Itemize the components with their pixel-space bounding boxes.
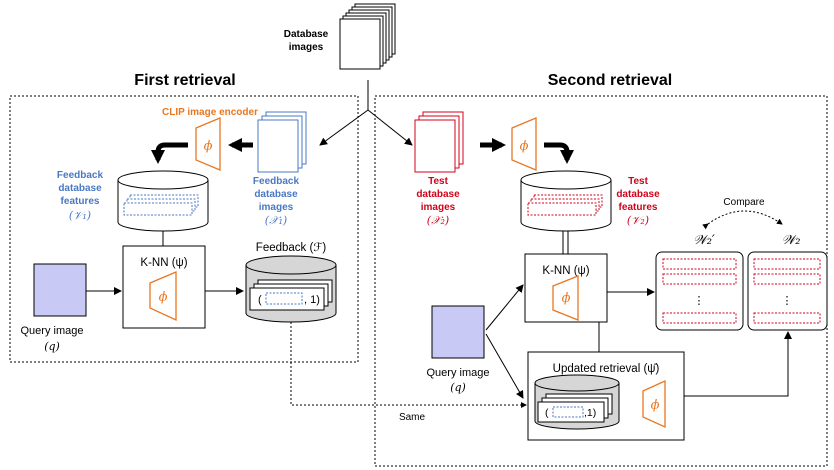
knn-encoder-first	[149, 271, 177, 322]
test-db-features-line1: Test	[628, 176, 648, 187]
feedback-db-features-line2: database	[58, 183, 102, 194]
query-label-first: Query image	[21, 325, 84, 337]
w2prime-list	[655, 251, 744, 331]
test-db-images-line1: Test	[428, 176, 448, 187]
feedback-label: Feedback (ℱ)	[256, 241, 327, 254]
knn-phi-second: ϕ	[562, 291, 571, 306]
test-db-images-symbol: (𝒳₂)	[427, 214, 449, 227]
updated-feedback-cylinder	[534, 374, 620, 430]
feedback-features-cylinder	[117, 170, 209, 232]
feedback-db-features-line3: features	[61, 196, 100, 207]
test-db-images-line2: database	[416, 189, 460, 200]
w2-label: 𝒲₂	[782, 233, 801, 248]
feedback-item-open: (	[258, 294, 262, 306]
w2-list	[747, 251, 828, 331]
query-to-updated-arrow	[485, 333, 524, 399]
query-image-first	[33, 263, 87, 317]
database-label-line1: Database	[284, 29, 329, 40]
updated-phi: ϕ	[651, 398, 660, 413]
feedback-db-features-symbol: (𝒱₁)	[69, 209, 91, 222]
feedback-db-images-symbol: (𝒳₁)	[265, 214, 287, 227]
same-connector	[290, 322, 527, 408]
test-encoder-trapezoid	[511, 117, 537, 171]
test-encoder-to-features-arrow	[544, 142, 574, 164]
second-retrieval-title: Second retrieval	[548, 72, 673, 89]
knn-label-first: K-NN (ψ)	[140, 257, 187, 269]
query-symbol-second: (q)	[450, 381, 466, 394]
w2-row-1	[753, 258, 821, 270]
query-label-second: Query image	[427, 367, 490, 379]
compare-label: Compare	[723, 197, 765, 208]
test-db-features-line2: database	[616, 189, 660, 200]
test-db-features-symbol: (𝒱₂)	[627, 214, 649, 227]
w2-row-3	[753, 312, 821, 324]
encoder-to-features-arrow	[151, 142, 188, 164]
w2prime-row-3	[662, 312, 737, 324]
query-to-knn-second-arrow	[485, 284, 524, 331]
test-database-images-stack	[414, 111, 464, 173]
updated-item-open: (	[545, 407, 549, 419]
clip-phi-symbol: ϕ	[204, 139, 213, 154]
feedback-db-features-line1: Feedback	[57, 170, 104, 181]
test-db-images-line3: images	[421, 202, 456, 213]
test-encoder-phi: ϕ	[520, 139, 529, 154]
test-features-cylinder	[520, 170, 612, 232]
database-to-feedback-arrow	[319, 109, 369, 146]
updated-retrieval-label: Updated retrieval (ψ̄)	[553, 363, 660, 375]
w2prime-row-2	[662, 273, 737, 285]
updated-item-close: ,1)	[584, 407, 596, 419]
w2-row-2	[753, 273, 821, 285]
clip-encoder-label: CLIP image encoder	[162, 107, 258, 118]
feedback-db-images-line3: images	[259, 202, 294, 213]
first-retrieval-title: First retrieval	[134, 72, 235, 89]
query-symbol-first: (q)	[44, 340, 60, 353]
clip-encoder-trapezoid	[195, 117, 221, 171]
compare-arrow	[702, 210, 783, 230]
query-image-second	[431, 305, 485, 359]
updated-to-w2-arrow	[684, 331, 792, 397]
same-label: Same	[399, 412, 426, 423]
database-label-line2: images	[289, 42, 324, 53]
feedback-cylinder	[245, 255, 337, 323]
knn-phi-first: ϕ	[159, 290, 168, 305]
feedback-database-images-stack	[257, 111, 307, 173]
updated-encoder	[642, 379, 666, 429]
feedback-db-images-line2: database	[254, 189, 298, 200]
w2prime-dots: ⋮	[694, 295, 705, 307]
feedback-item-close: , 1)	[304, 294, 320, 306]
knn-encoder-second	[552, 275, 579, 321]
feedback-db-images-line1: Feedback	[253, 176, 300, 187]
w2prime-row-1	[662, 258, 737, 270]
knn-label-second: K-NN (ψ)	[542, 265, 589, 277]
database-images-stack	[339, 3, 396, 70]
first-retrieval-panel	[9, 95, 359, 363]
test-db-features-line3: features	[619, 202, 658, 213]
w2-dots: ⋮	[782, 295, 793, 307]
w2prime-label: 𝒲₂′	[693, 233, 715, 248]
